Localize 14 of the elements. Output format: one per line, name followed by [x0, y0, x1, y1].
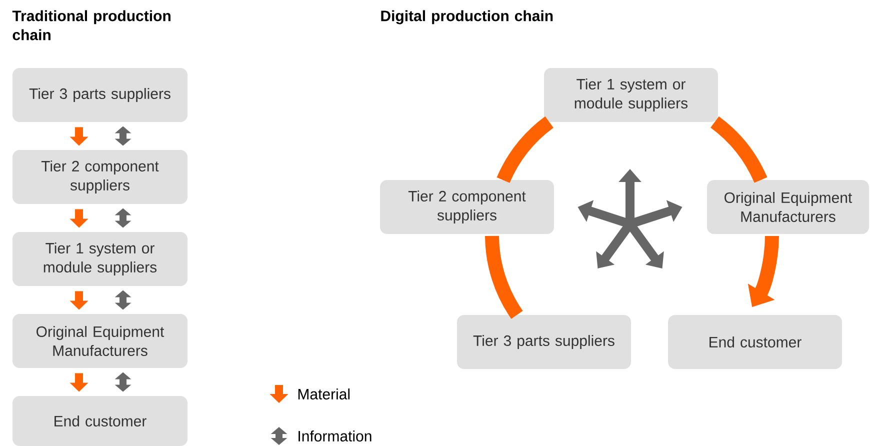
process-box: End customer: [12, 396, 188, 446]
process-box: Tier 2 component suppliers: [12, 150, 188, 204]
process-box: End customer: [668, 315, 842, 369]
legend-label: Material: [298, 388, 350, 400]
legend-label: Information: [298, 430, 372, 442]
heading: Traditional production chain: [12, 10, 170, 40]
process-box: Tier 1 system or module suppliers: [544, 68, 718, 122]
process-box: Tier 2 component suppliers: [380, 180, 554, 234]
process-box: Tier 3 parts suppliers: [12, 68, 188, 122]
process-box: Tier 3 parts suppliers: [457, 315, 631, 369]
process-box: Tier 1 system or module suppliers: [12, 232, 188, 286]
heading: Digital production chain: [381, 10, 553, 24]
process-box: Original Equipment Manufacturers: [12, 314, 188, 368]
process-box: Original Equipment Manufacturers: [707, 180, 869, 234]
